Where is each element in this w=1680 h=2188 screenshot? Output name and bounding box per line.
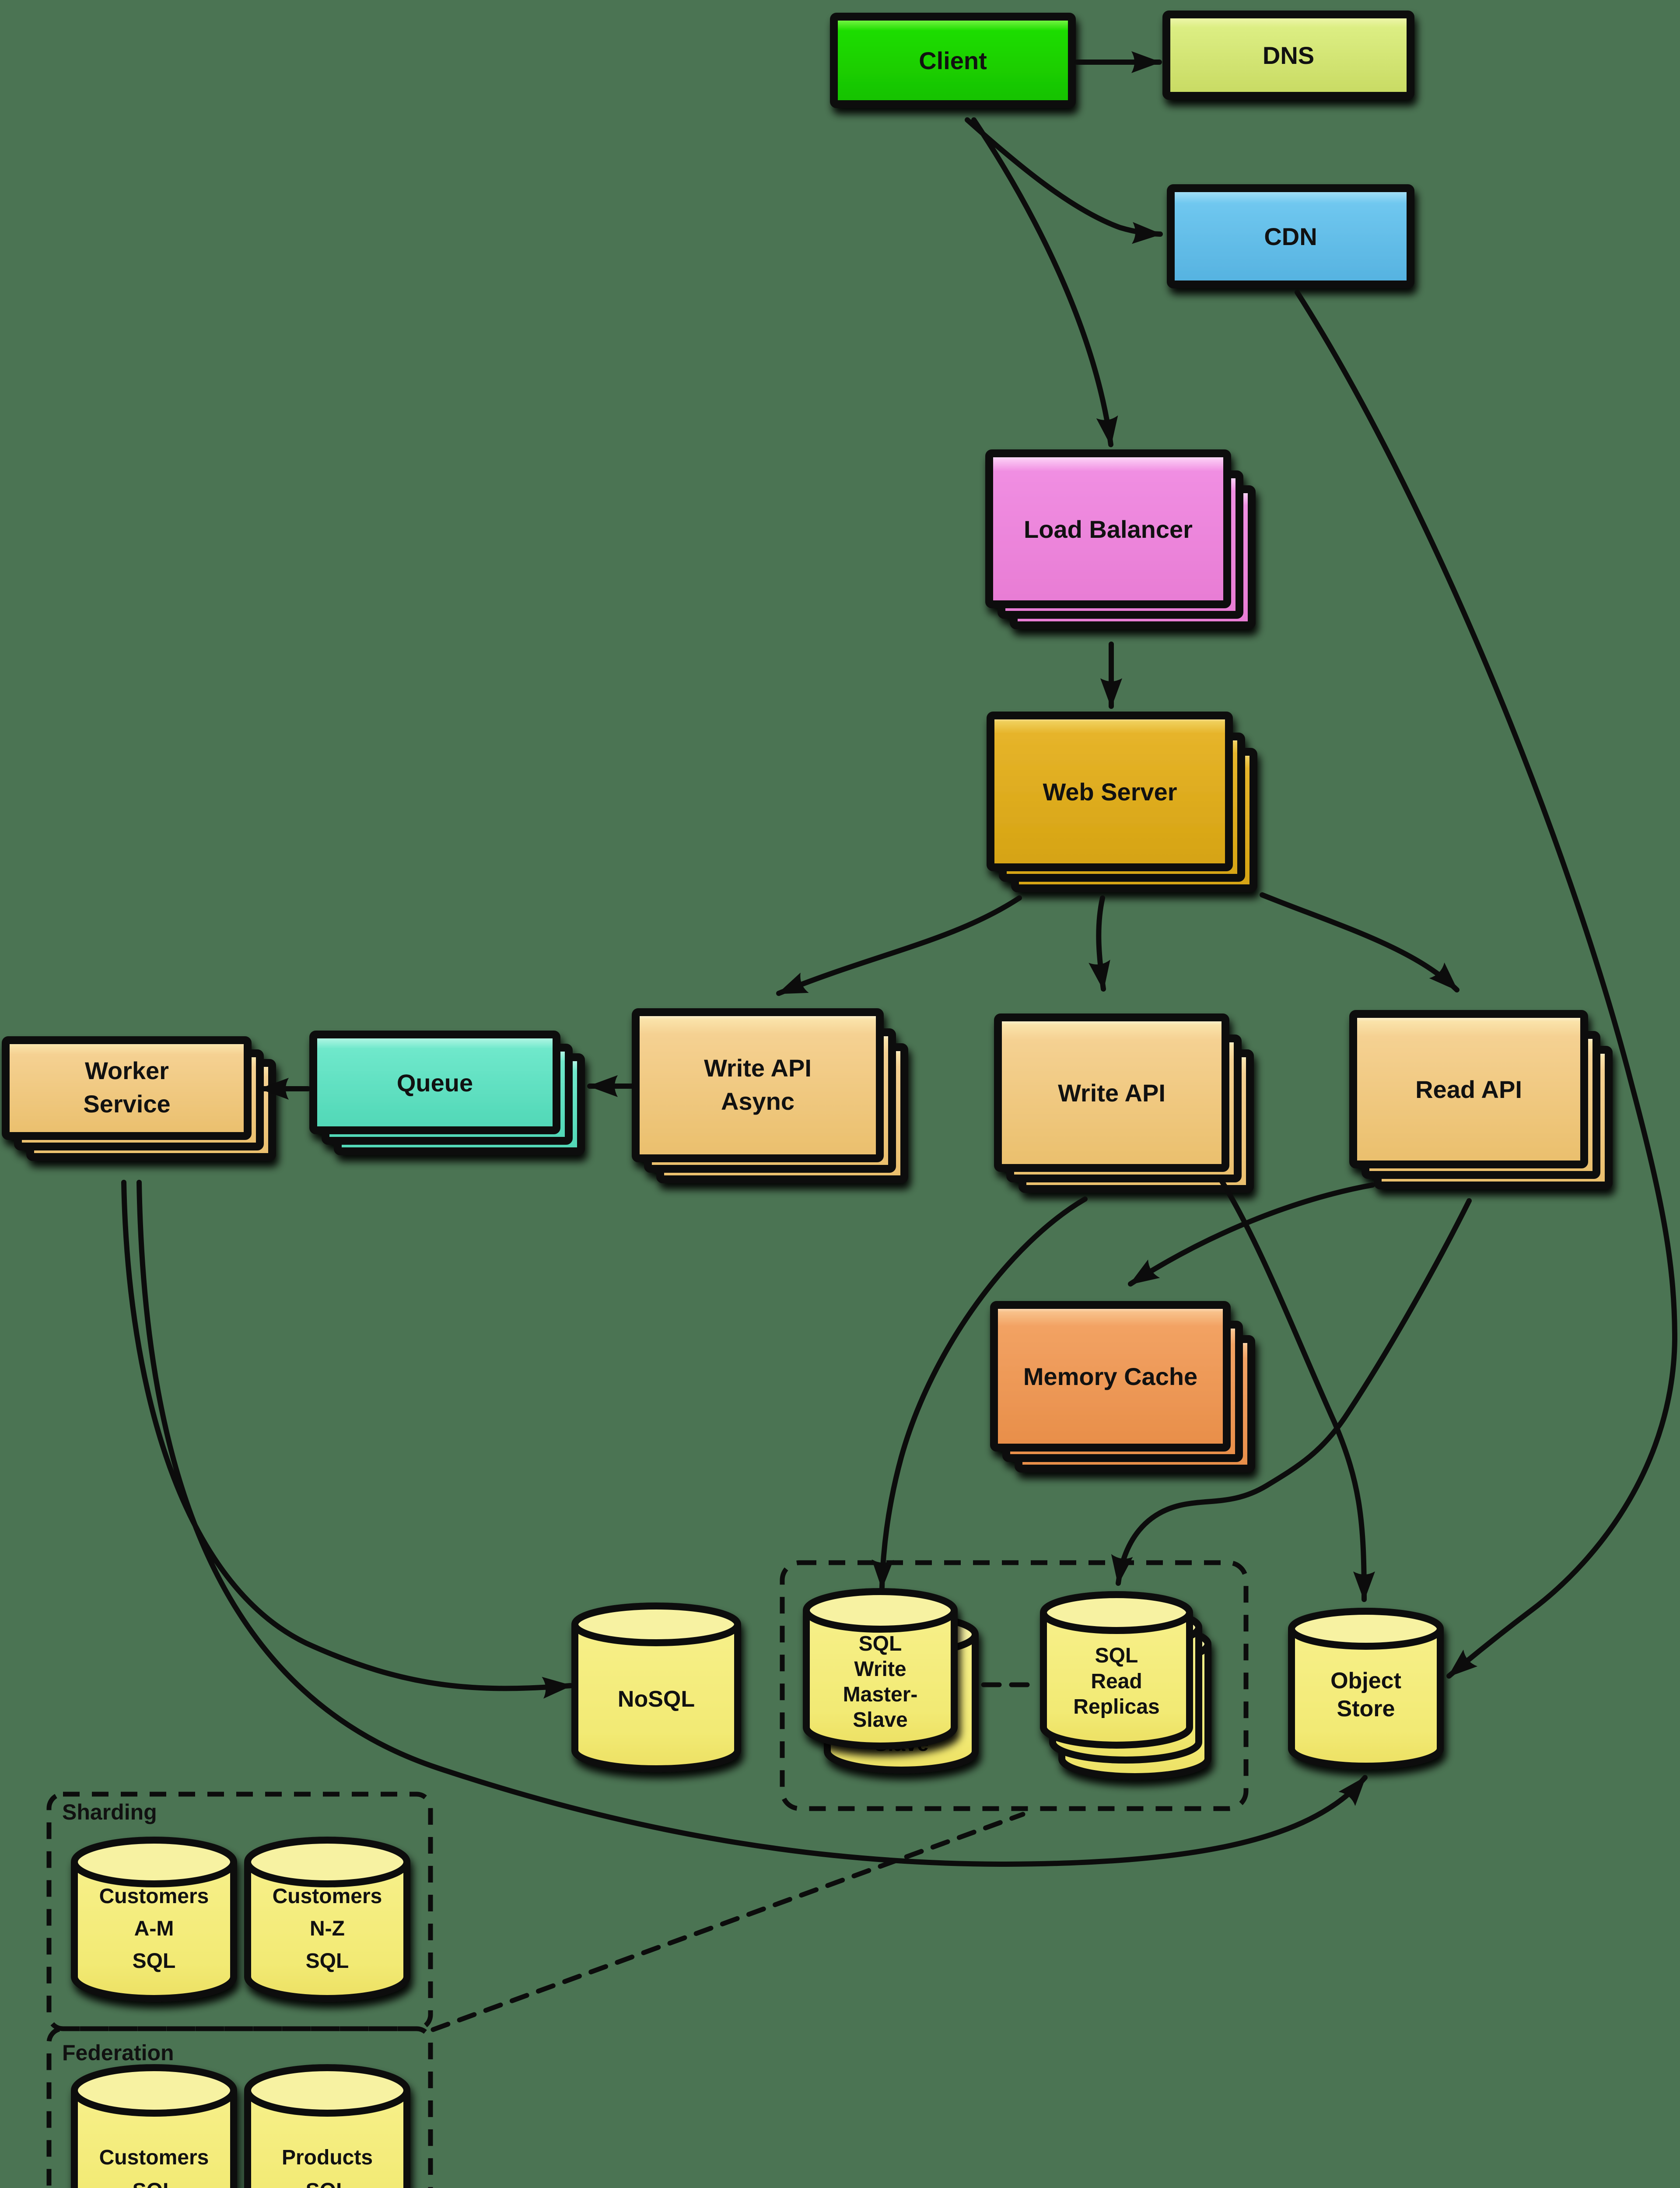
svg-text:Worker: Worker: [85, 1057, 169, 1084]
svg-text:A-M: A-M: [134, 1917, 174, 1940]
svg-text:Replicas: Replicas: [1073, 1695, 1159, 1718]
svg-text:Products: Products: [282, 2146, 373, 2169]
svg-text:Load Balancer: Load Balancer: [1024, 515, 1193, 543]
svg-text:Read: Read: [1091, 1670, 1142, 1693]
svg-text:Read API: Read API: [1415, 1076, 1522, 1103]
svg-text:Sharding: Sharding: [62, 1800, 157, 1824]
svg-text:SQL: SQL: [859, 1632, 902, 1655]
svg-text:Object: Object: [1330, 1668, 1401, 1694]
svg-text:Customers: Customers: [99, 2146, 209, 2169]
svg-text:Queue: Queue: [397, 1069, 473, 1097]
svg-text:Memory Cache: Memory Cache: [1023, 1363, 1197, 1390]
svg-text:CDN: CDN: [1264, 223, 1317, 250]
svg-text:Customers: Customers: [99, 1885, 209, 1908]
svg-text:SQL: SQL: [133, 1950, 176, 1973]
svg-text:Write: Write: [854, 1658, 906, 1681]
svg-text:SQL: SQL: [1095, 1644, 1138, 1667]
svg-text:Store: Store: [1337, 1696, 1395, 1722]
svg-text:N-Z: N-Z: [310, 1917, 345, 1940]
svg-text:Slave: Slave: [853, 1708, 907, 1732]
svg-text:Customers: Customers: [273, 1885, 382, 1908]
svg-text:Write API: Write API: [1058, 1079, 1166, 1107]
svg-text:Service: Service: [83, 1090, 170, 1118]
svg-text:Federation: Federation: [62, 2041, 174, 2065]
svg-text:Write API: Write API: [704, 1054, 812, 1082]
svg-text:SQL: SQL: [306, 1950, 349, 1973]
svg-text:Master-: Master-: [843, 1683, 918, 1706]
svg-text:DNS: DNS: [1263, 42, 1314, 69]
svg-text:SQL: SQL: [133, 2179, 176, 2188]
svg-text:Client: Client: [919, 47, 987, 74]
svg-text:Web Server: Web Server: [1043, 778, 1177, 806]
svg-text:SQL: SQL: [306, 2179, 349, 2188]
svg-text:Async: Async: [721, 1087, 794, 1115]
svg-text:NoSQL: NoSQL: [618, 1687, 695, 1712]
